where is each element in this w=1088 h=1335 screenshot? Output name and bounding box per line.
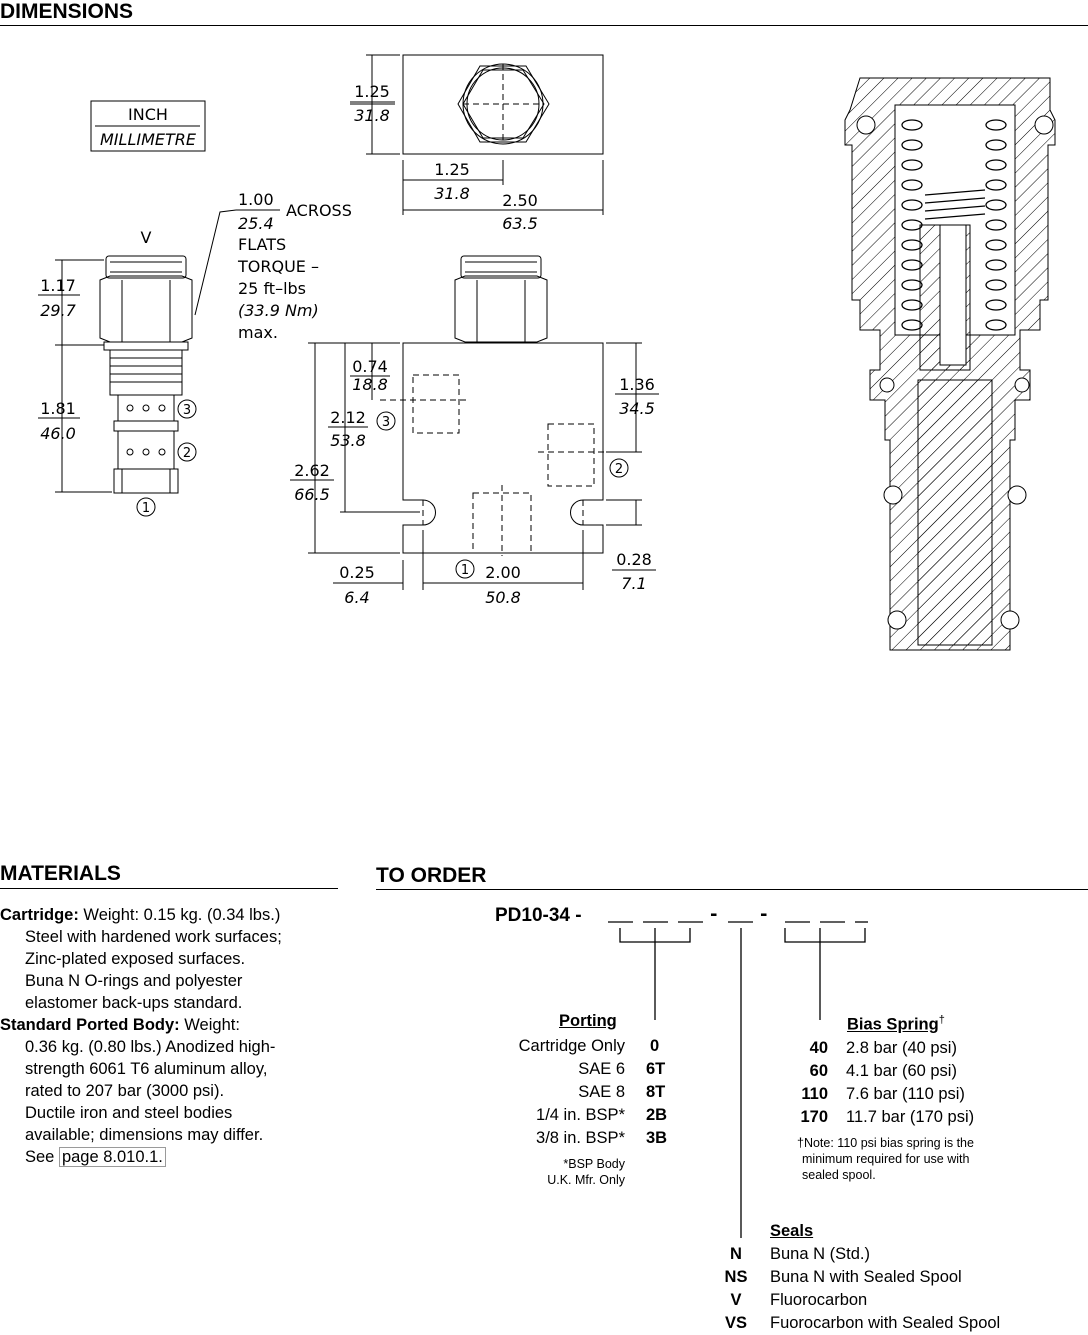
svg-text:29.7: 29.7 — [40, 301, 76, 320]
cartridge-cross-section — [844, 77, 1056, 651]
svg-text:2.12: 2.12 — [330, 408, 366, 427]
svg-text:34.5: 34.5 — [619, 399, 655, 418]
materials-text: Cartridge: Weight: 0.15 kg. (0.34 lbs.) … — [0, 906, 282, 1167]
to-order-title: TO ORDER — [376, 864, 487, 887]
seals-title: Seals — [770, 1222, 814, 1240]
legend-millimetre: MILLIMETRE — [100, 130, 197, 149]
svg-text:V: V — [141, 228, 152, 247]
dimensions-rule — [0, 25, 1088, 26]
svg-text:-: - — [760, 905, 767, 925]
svg-text:25 ft–lbs: 25 ft–lbs — [238, 279, 306, 298]
materials-rule — [0, 888, 338, 889]
dimension-drawings: INCH MILLIMETRE 1.25 31.8 1.25 31.8 2.50… — [38, 54, 1056, 651]
model-code: PD10-34 - — [495, 905, 582, 926]
cartridge-label: Cartridge: — [0, 906, 79, 924]
bsp-note: *BSP Body U.K. Mfr. Only — [547, 1157, 625, 1187]
to-order-rule — [376, 889, 1088, 890]
body-front-view — [308, 255, 642, 590]
svg-text:1.17: 1.17 — [40, 276, 76, 295]
body-top-view — [350, 54, 604, 215]
svg-text:50.8: 50.8 — [485, 588, 521, 607]
unit-legend: INCH MILLIMETRE — [90, 100, 206, 152]
svg-text:46.0: 46.0 — [40, 424, 76, 443]
svg-text:2: 2 — [183, 446, 191, 461]
top-dims-text: 1.25 31.8 1.25 31.8 2.50 63.5 — [350, 82, 538, 233]
svg-text:0.74: 0.74 — [352, 357, 388, 376]
svg-text:ACROSS: ACROSS — [286, 201, 352, 220]
body-dims-text: 0.74 18.8 2.12 53.8 3 2.62 66.5 1.36 34.… — [290, 357, 659, 607]
svg-text:1: 1 — [142, 501, 150, 516]
svg-text:7.1: 7.1 — [621, 574, 646, 593]
svg-text:31.8: 31.8 — [354, 106, 390, 125]
svg-text:1: 1 — [461, 563, 469, 578]
svg-text:2: 2 — [615, 462, 623, 477]
svg-text:66.5: 66.5 — [294, 485, 330, 504]
dimensions-title: DIMENSIONS — [0, 0, 134, 23]
svg-text:2.50: 2.50 — [502, 191, 538, 210]
svg-text:25.4: 25.4 — [238, 214, 274, 233]
porting-title: Porting — [559, 1012, 617, 1030]
svg-text:-: - — [710, 905, 717, 925]
cartridge-dims-text: V 1.17 29.7 1.81 46.0 3 2 1 — [38, 228, 197, 517]
legend-inch: INCH — [128, 105, 168, 124]
svg-text:0.28: 0.28 — [616, 550, 652, 569]
svg-text:6.4: 6.4 — [344, 588, 369, 607]
svg-text:3: 3 — [183, 403, 191, 418]
svg-text:2.00: 2.00 — [485, 563, 521, 582]
svg-text:1.36: 1.36 — [619, 375, 655, 394]
body-label: Standard Ported Body: — [0, 1016, 180, 1034]
svg-text:53.8: 53.8 — [330, 431, 366, 450]
materials-title: MATERIALS — [0, 862, 121, 885]
bias-title: Bias Spring — [847, 1015, 939, 1034]
svg-text:1.25: 1.25 — [354, 82, 390, 101]
svg-text:1.00: 1.00 — [238, 190, 274, 209]
bias-title-wrap: Bias Spring† — [847, 1014, 945, 1034]
svg-text:FLATS: FLATS — [238, 235, 286, 254]
bias-note: †Note: 110 psi bias spring is the minimu… — [797, 1136, 974, 1182]
svg-text:(33.9 Nm): (33.9 Nm) — [238, 301, 319, 320]
svg-text:TORQUE –: TORQUE – — [237, 257, 319, 276]
svg-text:0.25: 0.25 — [339, 563, 375, 582]
svg-text:1.81: 1.81 — [40, 399, 76, 418]
svg-text:18.8: 18.8 — [352, 375, 388, 394]
svg-text:31.8: 31.8 — [434, 184, 470, 203]
page-link[interactable]: page 8.010.1. — [58, 1147, 166, 1167]
svg-text:2.62: 2.62 — [294, 461, 330, 480]
cartridge-side-view — [55, 255, 193, 494]
svg-text:max.: max. — [238, 323, 278, 342]
flats-callout: 1.00 25.4 ACROSS FLATS TORQUE – 25 ft–lb… — [194, 190, 352, 342]
svg-text:3: 3 — [382, 415, 390, 430]
svg-text:1.25: 1.25 — [434, 160, 470, 179]
svg-text:63.5: 63.5 — [502, 214, 538, 233]
order-code-diagram: - - — [608, 905, 868, 1238]
